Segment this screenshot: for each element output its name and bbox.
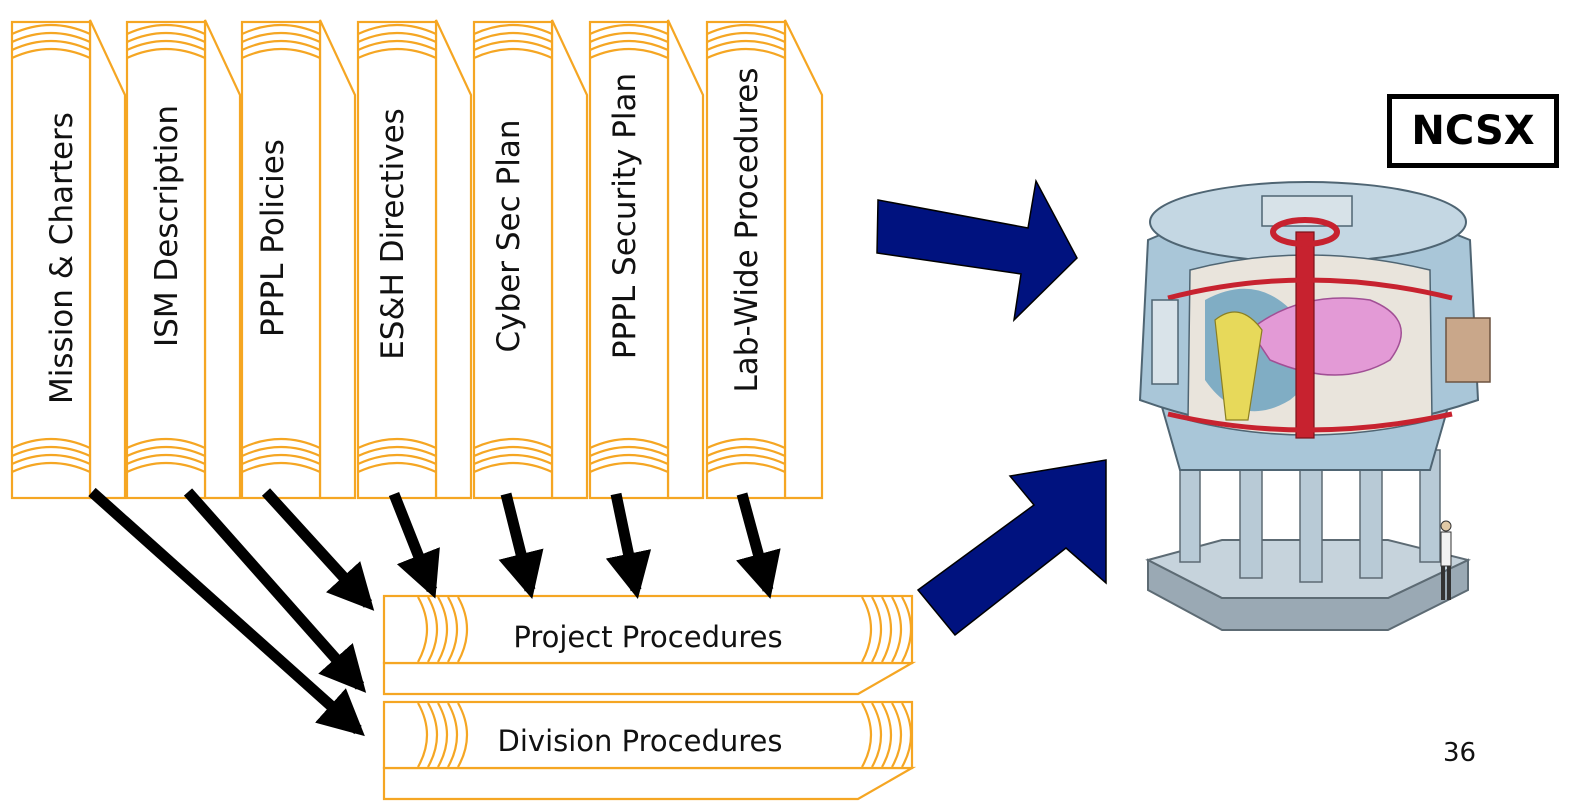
arrow-ism-to-division xyxy=(183,488,367,693)
arrow-cyber-to-project xyxy=(498,492,544,599)
big-arrow-procedures-to-ncsx xyxy=(916,459,1107,637)
binder-label: Lab-Wide Procedures xyxy=(729,68,765,393)
binder-mission-charters xyxy=(10,19,127,500)
binder-label: PPPL Policies xyxy=(255,139,291,337)
ncsx-label: NCSX xyxy=(1411,108,1535,154)
big-arrow-binders-to-ncsx xyxy=(876,178,1078,323)
binder-lab-wide-procedures xyxy=(705,19,824,500)
arrow-esh-to-project xyxy=(388,491,440,599)
flow-arrows xyxy=(88,487,781,737)
binder-label: Mission & Charters xyxy=(44,112,80,404)
arrow-security-to-project xyxy=(605,492,652,600)
binder-ism-description xyxy=(125,19,242,500)
ncsx-device-illustration xyxy=(1138,181,1491,631)
binder-esh-directives xyxy=(356,19,473,500)
procedure-book-division xyxy=(382,700,917,801)
binder-cyber-sec-plan xyxy=(472,19,589,500)
binder-label: ES&H Directives xyxy=(375,108,411,360)
binder-label: ISM Description xyxy=(149,105,185,347)
procedure-book-label: Project Procedures xyxy=(513,620,782,654)
ncsx-label-box: NCSX xyxy=(1387,94,1559,168)
arrow-labwide-to-project xyxy=(736,492,781,599)
page-number: 36 xyxy=(1443,738,1477,768)
binder-label: Cyber Sec Plan xyxy=(491,120,527,353)
procedure-book-label: Division Procedures xyxy=(498,724,783,758)
arrow-policies-to-project xyxy=(261,488,375,611)
binder-label: PPPL Security Plan xyxy=(607,73,643,359)
binder-pppl-security-plan xyxy=(588,19,705,500)
binder-row xyxy=(10,19,824,500)
arrow-mission-to-division xyxy=(88,487,365,737)
procedure-book-project xyxy=(382,594,917,696)
binder-pppl-policies xyxy=(240,19,357,500)
binder-labels: Mission & Charters ISM Description PPPL … xyxy=(44,68,765,404)
